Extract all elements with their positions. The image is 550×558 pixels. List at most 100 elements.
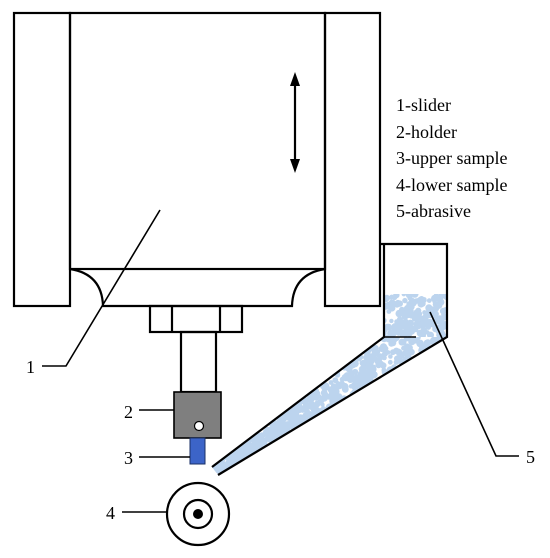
slider-fillet [69, 267, 326, 308]
abrasive-particles-hopper [384, 294, 447, 337]
abrasive-particle [432, 305, 440, 312]
callout-5: 5 [526, 447, 535, 467]
legend-item-lower-sample: 4-lower sample [396, 174, 508, 195]
abrasive-particle [357, 380, 365, 388]
abrasive-particle [405, 294, 413, 299]
abrasive-particle [370, 371, 378, 379]
motion-arrow-icon [290, 72, 300, 173]
abrasive-particle [314, 400, 321, 408]
abrasive-hopper [211, 242, 449, 476]
abrasive-particle [264, 436, 270, 442]
abrasive-particle [425, 304, 433, 312]
abrasive-particle [281, 423, 289, 430]
legend-item-abrasive: 5-abrasive [396, 201, 471, 221]
abrasive-particle [308, 404, 314, 410]
abrasive-particle [419, 332, 427, 337]
abrasive-particle [414, 337, 421, 341]
abrasive-particle [333, 384, 338, 389]
abrasive-particle [388, 354, 393, 359]
abrasive-particle [393, 294, 400, 299]
abrasive-particle [417, 298, 423, 304]
abrasive-particle [407, 344, 413, 351]
abrasive-particle [408, 308, 414, 314]
abrasive-particle [420, 321, 428, 328]
abrasive-particle [405, 312, 411, 319]
abrasive-particle [341, 382, 349, 391]
abrasive-particle [396, 328, 404, 336]
abrasive-particle [440, 315, 446, 322]
abrasive-particle [320, 402, 325, 407]
abrasive-particle [385, 350, 391, 355]
abrasive-particle [424, 339, 432, 346]
abrasive-particle [363, 354, 368, 360]
abrasive-particles-chute [212, 337, 447, 475]
abrasive-particle [268, 430, 274, 436]
leader-line-1 [42, 209, 161, 367]
abrasive-particle [391, 327, 398, 334]
spindle-nut [148, 304, 244, 334]
abrasive-particle [368, 358, 375, 365]
abrasive-particle [395, 309, 404, 318]
holder [173, 391, 222, 439]
abrasive-particle [426, 318, 433, 325]
abrasive-particle [307, 394, 314, 402]
abrasive-particle [403, 306, 409, 312]
abrasive-particle [405, 329, 413, 337]
legend-item-holder: 2-holder [396, 121, 457, 142]
abrasive-particle [379, 343, 388, 351]
abrasive-particle [380, 362, 387, 369]
abrasive-particle [275, 425, 283, 432]
abrasive-particle [432, 299, 437, 304]
abrasive-particle [426, 298, 432, 303]
legend-item-upper-sample: 3-upper sample [396, 148, 508, 168]
abrasive-particle [441, 332, 447, 337]
abrasive-particle [421, 326, 427, 332]
abrasive-particle [254, 435, 262, 443]
abrasive-particle [353, 374, 361, 382]
abrasive-particle [242, 448, 248, 454]
abrasive-particle [374, 349, 381, 355]
abrasive-particle [401, 311, 407, 317]
abrasive-particle [328, 380, 334, 385]
callout-1: 1 [26, 357, 35, 377]
abrasive-particle [367, 353, 374, 360]
abrasive-particle [438, 298, 444, 304]
callout-4: 4 [106, 503, 115, 523]
upper-sample [189, 437, 206, 465]
abrasive-particle [416, 311, 423, 317]
abrasive-particle [296, 407, 303, 413]
abrasive-particle [404, 353, 410, 360]
abrasive-particle [398, 338, 406, 346]
abrasive-particle [381, 355, 387, 361]
abrasive-particle [402, 297, 408, 304]
abrasive-particle [388, 305, 395, 312]
abrasive-particle [414, 323, 421, 330]
abrasive-particle [437, 294, 445, 300]
abrasive-particle [433, 294, 439, 299]
leader-line-5 [429, 311, 519, 457]
spindle-shaft [179, 330, 218, 394]
left-column [12, 11, 72, 308]
abrasive-particle [389, 294, 395, 300]
abrasive-particle [332, 377, 339, 384]
abrasive-particle [394, 355, 402, 363]
abrasive-particle [252, 441, 261, 450]
abrasive-particle [396, 300, 403, 307]
abrasive-particle [423, 311, 431, 319]
abrasive-particle [387, 359, 393, 365]
abrasive-particle [385, 337, 392, 343]
abrasive-particle [323, 391, 329, 397]
abrasive-particle [381, 367, 387, 373]
leader-lines [42, 209, 519, 513]
slider-body [68, 11, 327, 271]
abrasive-particle [422, 297, 427, 302]
abrasive-particle [391, 337, 397, 344]
abrasive-particle [359, 374, 367, 382]
abrasive-particle [274, 420, 280, 426]
abrasive-particle [418, 315, 425, 322]
callout-2: 2 [124, 402, 133, 422]
abrasive-particle [411, 294, 419, 298]
abrasive-particle [329, 391, 335, 396]
slider-frame [12, 11, 382, 308]
